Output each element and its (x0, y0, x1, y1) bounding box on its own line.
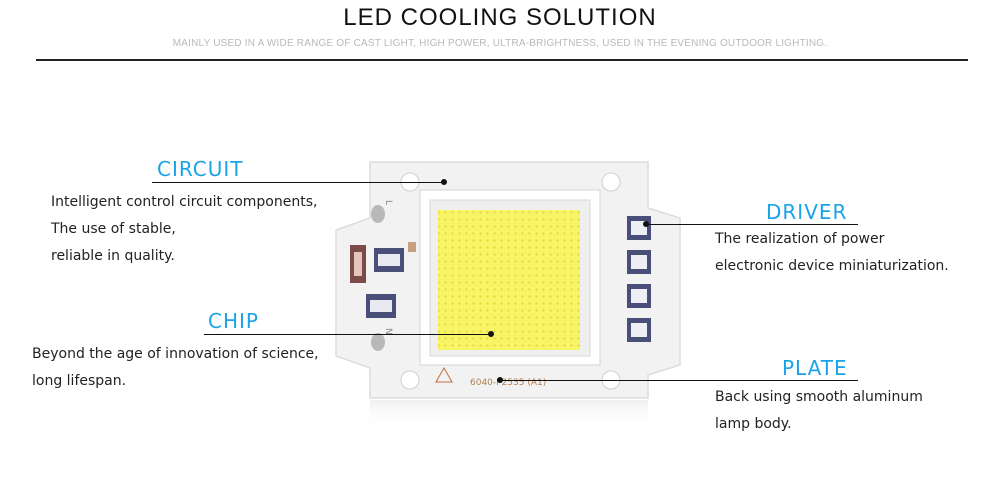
chip-description: Beyond the age of innovation of science,… (32, 341, 319, 395)
circuit-line-1: Intelligent control circuit components, (51, 194, 318, 210)
circuit-line-3: reliable in quality. (51, 248, 175, 264)
page-subtitle: MAINLY USED IN A WIDE RANGE OF CAST LIGH… (172, 38, 828, 49)
driver-line-2: electronic device miniaturization. (715, 258, 949, 274)
driver-description: The realization of power electronic devi… (715, 226, 949, 280)
chip-line-2: long lifespan. (32, 373, 127, 389)
plate-line-2: lamp body. (715, 416, 792, 432)
driver-line-1: The realization of power (715, 231, 885, 247)
circuit-pointer-dot (441, 179, 447, 185)
plate-line-1: Back using smooth aluminum (715, 389, 923, 405)
page-title: LED COOLING SOLUTION (343, 4, 657, 31)
plate-title: PLATE (782, 356, 848, 380)
circuit-description: Intelligent control circuit components, … (51, 189, 317, 270)
circuit-title: CIRCUIT (157, 157, 244, 181)
header-divider (36, 59, 968, 61)
driver-leader-line (646, 224, 858, 225)
plate-pointer-dot (497, 377, 503, 383)
chip-line-1: Beyond the age of innovation of science, (32, 346, 319, 362)
circuit-leader-line (152, 182, 444, 183)
circuit-line-2: The use of stable, (51, 221, 176, 237)
chip-title: CHIP (208, 309, 259, 333)
plate-description: Back using smooth aluminum lamp body. (715, 384, 923, 438)
driver-title: DRIVER (766, 200, 848, 224)
pin-label-n: N (383, 328, 393, 335)
led-module-image: L N 6040-P2535 (A1) (335, 161, 681, 428)
driver-pointer-dot (643, 221, 649, 227)
chip-leader-line (204, 334, 491, 335)
pin-label-l: L (383, 200, 393, 205)
model-text: 6040-P2535 (A1) (470, 378, 546, 388)
chip-pointer-dot (488, 331, 494, 337)
plate-leader-line (500, 380, 858, 381)
